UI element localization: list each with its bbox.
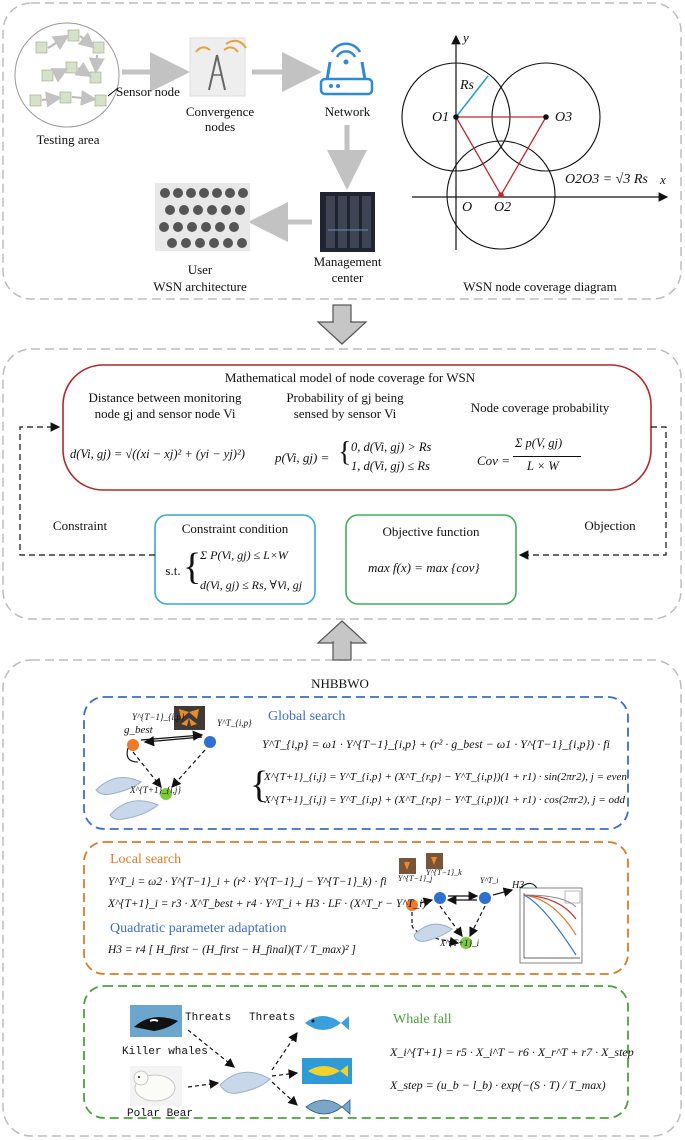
axis-y-label: y xyxy=(463,30,469,45)
o2-label: O2 xyxy=(494,200,512,215)
constraint-title: Constraint condition xyxy=(181,521,289,536)
local-search-heading: Local search xyxy=(110,852,182,867)
global-eq-1: Y^T_{i,p} = ω1 · Y^{T−1}_{i,p} + (r² · g… xyxy=(262,737,610,751)
panel-model xyxy=(2,348,682,620)
whale-eq-2: X_step = (u_b − l_b) · exp(−(S · T) / T_… xyxy=(390,1078,606,1092)
objective-box xyxy=(345,514,517,605)
x-ij-label: X^{T+1}_{i,j} xyxy=(130,785,182,795)
model-title: Mathematical model of node coverage for … xyxy=(224,370,476,385)
yj-label: Y^{T−1}_j xyxy=(398,874,433,883)
router-icon xyxy=(319,42,374,96)
coverage-diagram-label: WSN node coverage diagram xyxy=(463,279,617,294)
constraint-side-label: Constraint xyxy=(52,518,108,533)
polar-bear-label: Polar Bear xyxy=(127,1108,194,1120)
axis-x-label: x xyxy=(660,172,666,187)
server-icon xyxy=(320,192,375,252)
constraint-line-2: d(Vi, gj) ≤ Rs, ∀Vi, gj xyxy=(200,578,303,592)
o1-label: O1 xyxy=(432,110,450,125)
y-ip-label: Y^T_{i,p} xyxy=(217,718,252,728)
testing-area-label: Testing area xyxy=(36,132,100,147)
local-eq-2: X^{T+1}_i = r3 · X^T_best + r4 · Y^T_i +… xyxy=(108,898,427,910)
yi-label: Y^T_i xyxy=(480,876,499,885)
o3-label: O3 xyxy=(555,110,573,125)
distance-formula: d(Vi, gj) = √((xi − xj)² + (yi − yj)²) xyxy=(70,447,245,461)
o-label: O xyxy=(462,200,473,215)
coverage-label: Node coverage probability xyxy=(470,400,610,415)
probability-brace: { xyxy=(338,437,352,468)
convergence-node-icon xyxy=(189,37,247,97)
sensor-node-label: Sensor node xyxy=(116,84,180,99)
panel-architecture xyxy=(2,2,682,300)
probability-label-1: Probability of gj being xyxy=(286,390,404,405)
threats-label-1: Threats xyxy=(185,1012,232,1024)
convergence-nodes-label-1: Convergence xyxy=(185,104,255,119)
whale-fall-box xyxy=(83,985,629,1119)
constraint-line-1: Σ P(Vi, gj) ≤ L×W xyxy=(200,548,288,562)
user-crowd-icon xyxy=(155,183,250,251)
management-label-1: Management xyxy=(313,254,382,269)
objection-side-label: Objection xyxy=(584,518,636,533)
global-search-graph xyxy=(95,706,216,820)
management-label-2: center xyxy=(331,270,364,285)
whale-eq-1: X_i^{T+1} = r5 · X_i^T − r6 · X_r^T + r7… xyxy=(390,1045,634,1059)
yk-label: Y^{T−1}_k xyxy=(426,868,462,877)
constraint-st: s.t. xyxy=(165,563,181,578)
constraint-box xyxy=(154,514,316,605)
distance-label-1: Distance between monitoring xyxy=(88,390,242,405)
quadratic-eq: H3 = r4 [ H_first − (H_first − H_final)(… xyxy=(108,944,356,956)
probability-formula-1: 0, d(Vi, gj) > Rs xyxy=(351,440,432,454)
constraint-brace: { xyxy=(183,546,202,588)
global-eq-brace: { xyxy=(250,764,269,806)
xi-label: X^{T+1}_i xyxy=(440,938,480,948)
rs-label: Rs xyxy=(460,78,474,93)
probability-formula-2: 1, d(Vi, gj) ≤ Rs xyxy=(351,459,430,473)
whale-fall-graph xyxy=(130,1005,352,1115)
coverage-lhs: Cov = xyxy=(477,453,510,468)
global-search-box xyxy=(83,696,629,830)
local-eq-1: Y^T_i = ω2 · Y^{T−1}_i + (r² · Y^{T−1}_j… xyxy=(108,876,387,888)
global-eq-2: X^{T+1}_{i,j} = Y^T_{i,p} + (X^T_{r,p} −… xyxy=(264,771,627,783)
objective-title: Objective function xyxy=(382,524,480,539)
testing-area-circle xyxy=(14,22,120,128)
o2o3-formula: O2O3 = √3 Rs xyxy=(565,172,648,187)
quadratic-heading: Quadratic parameter adaptation xyxy=(110,921,287,936)
local-search-box xyxy=(83,841,629,975)
user-label: User xyxy=(187,262,213,277)
local-search-graph xyxy=(399,853,583,964)
g-best-label: g_best xyxy=(124,724,153,736)
global-search-heading: Global search xyxy=(268,709,346,724)
whale-fall-heading: Whale fall xyxy=(393,1012,452,1027)
threats-label-2: Threats xyxy=(249,1012,296,1024)
coverage-denominator: L × W xyxy=(527,459,559,473)
nhbbwo-title: NHBBWO xyxy=(311,676,369,691)
up-arrow-2 xyxy=(316,620,368,661)
probability-label-2: sensed by sensor Vi xyxy=(293,406,397,421)
network-label: Network xyxy=(324,104,371,119)
killer-whales-label: Killer whales xyxy=(122,1046,208,1058)
down-arrow-1 xyxy=(316,304,368,345)
coverage-diagram xyxy=(401,34,669,250)
convergence-nodes-label-2: nodes xyxy=(204,119,236,134)
global-eq-3: X^{T+1}_{i,j} = Y^T_{i,p} + (X^T_{r,p} −… xyxy=(264,794,626,806)
h3-label: H3 xyxy=(512,880,525,891)
probability-lhs: p(Vi, gj) = xyxy=(275,450,330,465)
wsn-architecture-label: WSN architecture xyxy=(153,279,247,294)
coverage-fraction-bar xyxy=(513,456,581,457)
distance-label-2: node gj and sensor node Vi xyxy=(94,406,236,421)
y-ip-prev-label: Y^{T−1}_{i,p} xyxy=(132,712,185,722)
objective-formula: max f(x) = max {cov} xyxy=(368,560,480,575)
coverage-numerator: Σ p(V, gj) xyxy=(515,436,563,450)
